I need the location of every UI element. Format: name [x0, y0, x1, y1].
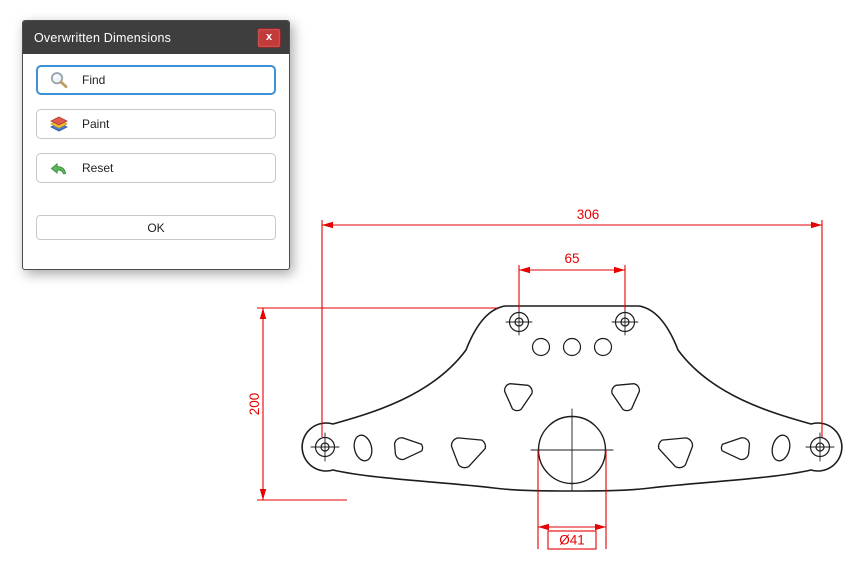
- cutout-triangle-right-inner[interactable]: [657, 437, 694, 469]
- close-icon: x: [265, 30, 273, 43]
- dimension-overall-width[interactable]: 306: [321, 207, 823, 437]
- arrowhead: [538, 523, 549, 531]
- arrowhead: [259, 489, 267, 500]
- ok-button[interactable]: OK: [36, 215, 276, 240]
- cutout-slot-left[interactable]: [352, 433, 375, 462]
- hole-row-3[interactable]: [593, 337, 613, 357]
- override-box: [547, 530, 597, 550]
- hole-top-right[interactable]: [611, 308, 639, 336]
- dialog-title: Overwritten Dimensions: [34, 30, 172, 45]
- dimension-text-65[interactable]: 65: [564, 251, 579, 266]
- cutout-triangle-upper-right[interactable]: [611, 383, 641, 412]
- reset-button-label: Reset: [82, 161, 114, 175]
- dialog-body: Find Paint Reset OK: [23, 54, 289, 253]
- part-geometry[interactable]: [301, 305, 843, 492]
- paint-button-label: Paint: [82, 117, 110, 131]
- part-outline[interactable]: [301, 305, 843, 492]
- find-button-label: Find: [82, 73, 106, 87]
- hole-right-end[interactable]: [805, 432, 835, 462]
- overwritten-dimensions-dialog: Overwritten Dimensions x Find Paint: [22, 20, 290, 270]
- arrowhead: [811, 221, 822, 229]
- hole-row-1[interactable]: [531, 337, 551, 357]
- find-button[interactable]: Find: [36, 65, 276, 95]
- paint-button[interactable]: Paint: [36, 109, 276, 139]
- arrowhead: [519, 266, 530, 274]
- arrowhead: [595, 523, 606, 531]
- layers-icon: [50, 116, 68, 132]
- dimension-text-d41[interactable]: Ø41: [559, 533, 585, 548]
- cutout-slot-right[interactable]: [770, 433, 793, 462]
- dimension-text-200[interactable]: 200: [247, 393, 262, 416]
- arrowhead: [614, 266, 625, 274]
- dimensions: 306 65 200 Ø41: [247, 207, 823, 550]
- cutout-triangle-left-outer[interactable]: [393, 437, 424, 461]
- reset-button[interactable]: Reset: [36, 153, 276, 183]
- dimension-center-hole-diameter[interactable]: Ø41: [537, 450, 607, 550]
- close-button[interactable]: x: [257, 27, 281, 48]
- cutout-triangle-left-inner[interactable]: [450, 437, 487, 469]
- dimension-top-hole-spacing[interactable]: 65: [518, 251, 626, 310]
- hole-row-2[interactable]: [562, 337, 582, 357]
- hole-top-left[interactable]: [505, 308, 533, 336]
- dimension-text-306[interactable]: 306: [577, 207, 600, 222]
- arrowhead: [259, 308, 267, 319]
- cutout-triangle-right-outer[interactable]: [720, 437, 751, 461]
- hole-center-large[interactable]: [530, 408, 614, 492]
- undo-arrow-icon: [51, 163, 66, 175]
- magnifier-icon: [50, 72, 68, 89]
- dimension-overall-height[interactable]: 200: [247, 307, 497, 501]
- arrowhead: [322, 221, 333, 229]
- hole-left-end[interactable]: [310, 432, 340, 462]
- dialog-titlebar[interactable]: Overwritten Dimensions x: [23, 21, 289, 54]
- cutout-triangle-upper-left[interactable]: [503, 383, 533, 412]
